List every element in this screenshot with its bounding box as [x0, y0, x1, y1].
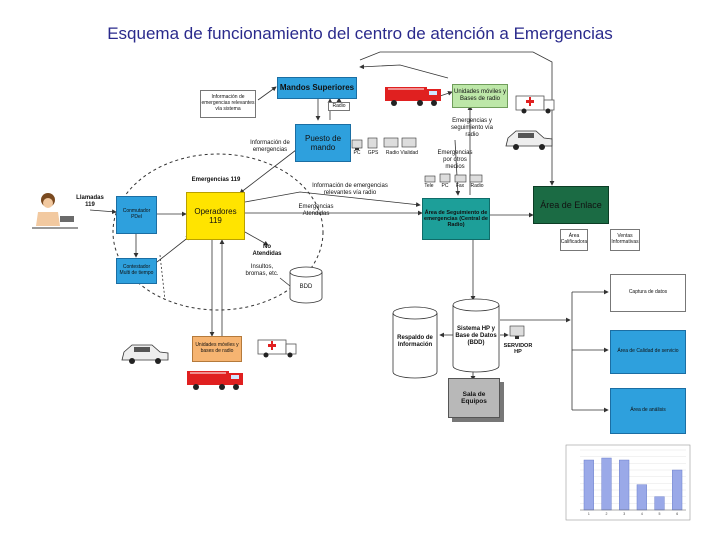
pc-icon: [351, 139, 363, 150]
info-relevante-radio-label: Información de emergencias relevantes ví…: [312, 183, 388, 196]
arrow-operadores-noatendidas: [244, 231, 269, 246]
area-seguimiento-box: Área de Seguimiento de emergencias (Cent…: [422, 198, 490, 240]
pc2-label: PC: [441, 183, 449, 189]
arrow-contestador-operadores: [156, 235, 191, 263]
puesto-mando-box: Puesto de mando: [295, 124, 351, 162]
sistema-label: Sistema HP y Base de Datos (BDD): [455, 326, 497, 346]
radio-icon: [469, 174, 483, 183]
info-emergencias-label: Información de emergencias: [250, 140, 290, 153]
radio-icon: [383, 137, 399, 148]
radio-box: Radio: [328, 102, 350, 111]
dashed-link: [159, 254, 166, 301]
sistema-cylinder: [452, 298, 500, 373]
chart-bar: [672, 469, 683, 511]
area-calidad-box: Área de Calidad de servicio: [610, 330, 686, 374]
chart-bar: [583, 459, 594, 511]
llamadas-119-label: Llamadas 119: [76, 195, 104, 208]
servidor-label: SERVIDOR HP: [503, 343, 533, 356]
page-title: Esquema de funcionamiento del centro de …: [107, 24, 613, 43]
chart-tick-label: 3: [623, 512, 625, 516]
emergencias-119-label: Emergencias 119: [191, 177, 241, 183]
arrow-operadores-info: [244, 191, 421, 207]
emergencias-seguimiento-label: Emergencias y seguimiento vía radio: [450, 118, 494, 138]
contestador-box: Contestador Multi de tiempo: [116, 258, 157, 284]
chart-bar: [619, 459, 630, 511]
police-car-icon: [505, 130, 553, 150]
captura-datos-box: Captura de datos: [610, 274, 686, 312]
chart-bar: [654, 496, 665, 511]
area-analisis-box: Área de análisis: [610, 388, 686, 434]
arrow-puesto-operadores: [239, 149, 297, 194]
emergencias-otros-label: Emergencias por otros medios: [437, 150, 473, 170]
gps-icon: [367, 137, 378, 149]
bdd-label: BDD: [299, 284, 313, 290]
fire-truck-icon: [385, 87, 441, 106]
operator-icon: [32, 193, 78, 229]
chart-bar: [601, 457, 612, 511]
insultos-label: Insultos, bromas, etc.: [245, 264, 279, 277]
police-car-icon: [121, 344, 169, 364]
radio-vialidad-label: Radio Vialidad: [385, 150, 419, 156]
emergencias-circle: [112, 153, 324, 311]
operadores-119-box: Operadores 119: [186, 192, 245, 240]
fax-icon: [454, 174, 467, 183]
server-icon: [509, 325, 525, 339]
arrow-radio-center: [454, 139, 461, 196]
respaldo-cylinder: [392, 306, 438, 379]
chart-bar: [636, 484, 647, 511]
ambulance-icon: [257, 339, 297, 358]
radio2-label: Radio: [470, 183, 484, 189]
ventas-informativas-box: Ventas Informativas: [610, 229, 640, 251]
chart-tick-label: 4: [641, 512, 643, 516]
pc-icon: [439, 173, 451, 183]
telephone-icon: [424, 175, 436, 183]
respaldo-label: Respaldo de Información: [397, 335, 433, 348]
area-calificadora-box: Área Calificadora: [560, 229, 588, 251]
arrow-llamadas-conmutador: [89, 209, 117, 215]
unidades-moviles-box: Unidades móviles y bases de radio: [192, 336, 242, 362]
radio-vialidad-icon: [401, 137, 417, 148]
chart-tick-label: 2: [606, 512, 608, 516]
conmutador-box: Conmutador PDel: [116, 196, 157, 234]
sala-equipos-box: Sala de Equipos: [448, 378, 500, 418]
chart-tick-label: 6: [676, 512, 678, 516]
bar-chart: 1 2 3 4 5 6: [565, 444, 691, 521]
no-atendidas-label: No Atendidas: [252, 244, 282, 257]
arrow-info-mandos: [257, 86, 277, 101]
ambulance-icon: [515, 95, 555, 114]
bdd-cylinder: [289, 266, 323, 304]
chart-tick-label: 1: [588, 512, 590, 516]
chart-tick-label: 5: [659, 512, 661, 516]
fax-label: Fax: [455, 183, 465, 189]
tel-label: Tele: [424, 183, 434, 189]
arrow-firetruck-bases: [439, 90, 453, 97]
info-relevante-box: Información de emergencias relevantes ví…: [200, 90, 256, 118]
fire-truck-icon: [187, 371, 243, 390]
arrow-bases-mandos: [359, 64, 449, 79]
emergencias-atendidas-label: Emergencias Atendidas: [298, 204, 334, 217]
unidades-bases-box: Unidades móviles y Bases de radio: [452, 84, 508, 108]
gps-label: GPS: [367, 150, 379, 156]
pc-label: PC: [353, 150, 361, 156]
area-enlace-box: Área de Enlace: [533, 186, 609, 224]
mandos-superiores-box: Mandos Superiores: [277, 77, 357, 99]
